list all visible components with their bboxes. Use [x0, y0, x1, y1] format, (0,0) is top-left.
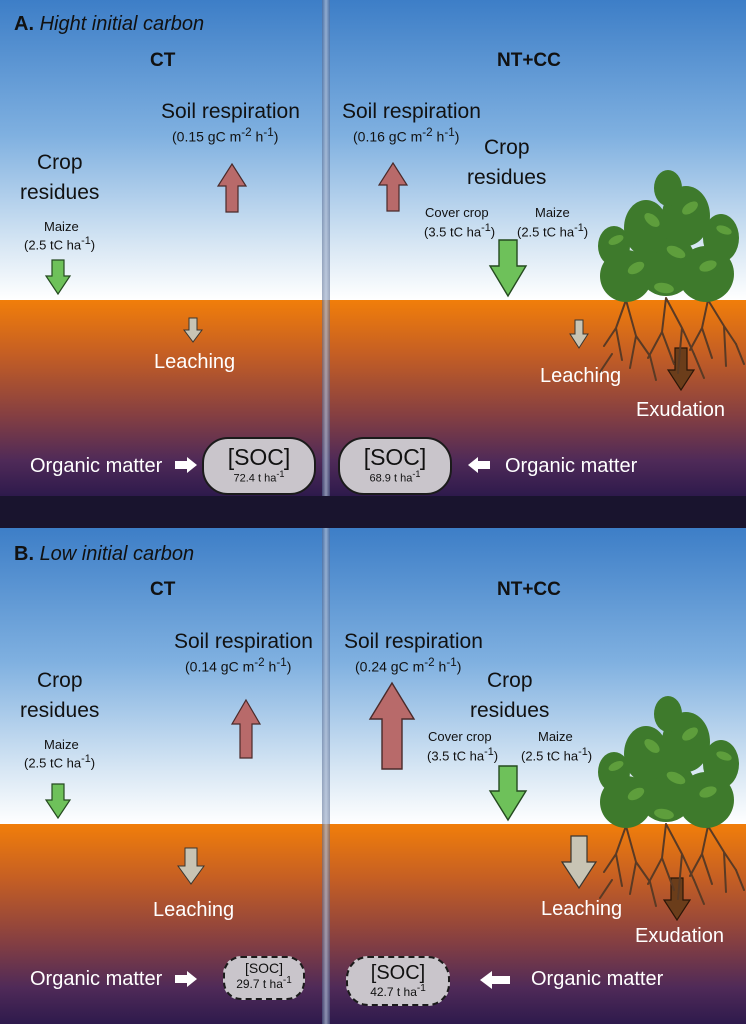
respiration-arrow-icon	[216, 162, 248, 213]
soil-respiration-value: (0.14 gC m-2 h-1)	[185, 656, 292, 675]
exudation-label: Exudation	[636, 399, 725, 421]
crop-residues-label-line2: residues	[467, 166, 547, 189]
maize-value: (2.5 tC ha-1)	[24, 235, 96, 253]
crop-residues-label: Crop	[487, 669, 533, 692]
panel-high-initial-carbon: A. Hight initial carbon CT Soil respirat…	[0, 0, 746, 496]
maize-label: Maize	[44, 219, 79, 234]
soc-pool: [SOC]29.7 t ha-1	[223, 956, 305, 1000]
crop-residues-label-line2: residues	[470, 699, 550, 722]
soil-respiration-label: Soil respiration	[174, 630, 313, 653]
respiration-arrow-icon	[230, 698, 262, 759]
organic-matter-arrow-icon	[468, 457, 490, 473]
ntcc-heading: NT+CC	[497, 50, 561, 71]
cover-crop-value: (3.5 tC ha-1)	[424, 222, 496, 240]
cover-crop-plant-icon	[598, 170, 745, 381]
maize-label: Maize	[44, 737, 79, 752]
crop-residues-label-line2: residues	[20, 699, 100, 722]
ct-heading: CT	[150, 50, 176, 71]
maize-value: (2.5 tC ha-1)	[24, 753, 96, 771]
maize-label: Maize	[538, 729, 573, 744]
maize-residue-arrow-icon	[44, 259, 72, 296]
soc-pool: [SOC]72.4 t ha-1	[202, 437, 316, 495]
cover-crop-residue-arrow-icon	[488, 239, 528, 298]
leaching-arrow-icon	[569, 319, 589, 349]
maize-label: Maize	[535, 205, 570, 220]
panel-label: B. Low initial carbon	[14, 543, 195, 565]
panel-separator	[0, 496, 746, 528]
soil-respiration-value: (0.16 gC m-2 h-1)	[353, 126, 460, 145]
maize-value: (2.5 tC ha-1)	[517, 222, 589, 240]
organic-matter-label: Organic matter	[505, 455, 638, 477]
organic-matter-arrow-icon	[175, 457, 197, 473]
soc-pool: [SOC]42.7 t ha-1	[346, 956, 450, 1006]
soil-respiration-label: Soil respiration	[342, 100, 481, 123]
cover-crop-label: Cover crop	[428, 729, 492, 744]
soil-respiration-value: (0.15 gC m-2 h-1)	[172, 126, 279, 145]
respiration-arrow-icon	[377, 161, 409, 212]
organic-matter-label: Organic matter	[30, 455, 163, 477]
panel-divider	[322, 0, 330, 496]
cover-crop-value: (3.5 tC ha-1)	[427, 746, 499, 764]
crop-residues-label: Crop	[37, 151, 83, 174]
cover-crop-plant-icon	[598, 696, 745, 907]
ct-heading: CT	[150, 579, 176, 600]
leaching-arrow-icon	[177, 847, 205, 885]
respiration-arrow-icon	[368, 681, 416, 770]
organic-matter-label: Organic matter	[30, 968, 163, 990]
panel-label: A. Hight initial carbon	[14, 13, 205, 35]
leaching-arrow-icon	[560, 835, 598, 890]
crop-residues-label: Crop	[37, 669, 83, 692]
organic-matter-label: Organic matter	[531, 968, 664, 990]
exudation-label: Exudation	[635, 925, 724, 947]
organic-matter-arrow-icon	[480, 971, 510, 989]
ntcc-heading: NT+CC	[497, 579, 561, 600]
leaching-label: Leaching	[541, 898, 623, 920]
cover-crop-residue-arrow-icon	[488, 765, 528, 822]
maize-residue-arrow-icon	[44, 783, 72, 820]
soc-pool: [SOC]68.9 t ha-1	[338, 437, 452, 495]
organic-matter-arrow-icon	[175, 971, 197, 987]
leaching-label: Leaching	[153, 899, 235, 921]
leaching-arrow-icon	[183, 317, 203, 343]
exudation-arrow-icon	[666, 347, 696, 392]
maize-value: (2.5 tC ha-1)	[521, 746, 593, 764]
leaching-label: Leaching	[154, 351, 236, 373]
crop-residues-label: Crop	[484, 136, 530, 159]
soil-respiration-label: Soil respiration	[344, 630, 483, 653]
cover-crop-label: Cover crop	[425, 205, 489, 220]
panel-divider	[322, 528, 330, 1024]
soil-respiration-label: Soil respiration	[161, 100, 300, 123]
crop-residues-label-line2: residues	[20, 181, 100, 204]
panel-low-initial-carbon: B. Low initial carbon CT Soil respiratio…	[0, 528, 746, 1024]
soil-respiration-value: (0.24 gC m-2 h-1)	[355, 656, 462, 675]
